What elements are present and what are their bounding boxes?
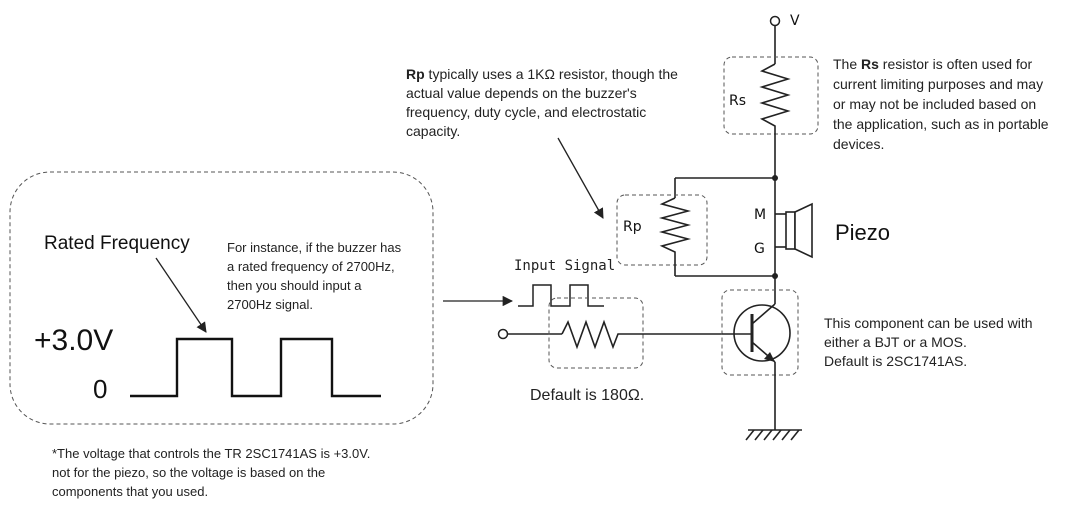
rs-resistor-box bbox=[723, 56, 819, 135]
rs-label: Rs bbox=[729, 93, 746, 109]
piezo-speaker-icon bbox=[785, 202, 813, 259]
rp-note-arrow bbox=[557, 137, 604, 219]
frequency-note: For instance, if the buzzer has a rated … bbox=[227, 240, 402, 312]
svg-text:current limiting purposes and: current limiting purposes and may bbox=[833, 76, 1043, 92]
svg-text:The Rs resistor is often used: The Rs resistor is often used for bbox=[833, 56, 1033, 72]
supply-label: V bbox=[790, 13, 800, 29]
input-signal-label: Input Signal bbox=[514, 258, 615, 274]
rs-resistor bbox=[759, 63, 791, 178]
rp-label: Rp bbox=[623, 219, 642, 235]
svg-text:components that you used.: components that you used. bbox=[52, 484, 208, 499]
svg-text:actual value depends on the bu: actual value depends on the buzzer's bbox=[406, 85, 637, 101]
svg-text:Rp typically uses a 1KΩ resist: Rp typically uses a 1KΩ resistor, though… bbox=[406, 66, 678, 82]
base-resistor-box bbox=[548, 297, 644, 369]
base-resistor bbox=[561, 319, 722, 350]
supply-terminal bbox=[769, 15, 781, 27]
voltage-high-label: +3.0V bbox=[34, 324, 113, 357]
base-resistor-note: Default is 180Ω. bbox=[530, 387, 644, 404]
npn-transistor-icon bbox=[722, 303, 791, 363]
piezo-label: Piezo bbox=[835, 220, 890, 245]
rp-resistor-box bbox=[616, 194, 708, 266]
rated-frequency-arrow bbox=[155, 257, 207, 333]
rated-frequency-label: Rated Frequency bbox=[44, 233, 190, 254]
square-wave bbox=[130, 337, 381, 398]
svg-text:or may not be included based o: or may not be included based on bbox=[833, 96, 1036, 112]
svg-text:For instance, if the buzzer ha: For instance, if the buzzer has bbox=[227, 240, 402, 255]
svg-text:frequency, duty cycle, and ele: frequency, duty cycle, and electrostatic bbox=[406, 104, 646, 120]
svg-text:either a BJT or a MOS.: either a BJT or a MOS. bbox=[824, 334, 967, 350]
transistor-box bbox=[721, 289, 799, 376]
rs-note: The Rs resistor is often used for curren… bbox=[833, 56, 1049, 152]
svg-text:Default is 2SC1741AS.: Default is 2SC1741AS. bbox=[824, 353, 967, 369]
svg-text:the application, such as in po: the application, such as in portable bbox=[833, 116, 1049, 132]
footnote: *The voltage that controls the TR 2SC174… bbox=[52, 446, 370, 499]
transistor-note: This component can be used with either a… bbox=[824, 315, 1033, 369]
m-label: M bbox=[754, 207, 766, 223]
input-signal-pulse-icon bbox=[518, 284, 604, 307]
voltage-low-label: 0 bbox=[93, 374, 107, 404]
svg-text:This component can be used wit: This component can be used with bbox=[824, 315, 1033, 331]
svg-text:a rated frequency of 2700Hz,: a rated frequency of 2700Hz, bbox=[227, 259, 395, 274]
rp-resistor bbox=[658, 197, 692, 276]
rp-note: Rp typically uses a 1KΩ resistor, though… bbox=[406, 66, 678, 139]
svg-text:2700Hz signal.: 2700Hz signal. bbox=[227, 297, 313, 312]
svg-text:then you should input a: then you should input a bbox=[227, 278, 362, 293]
ground-icon bbox=[745, 429, 802, 441]
rated-frequency-callout-box bbox=[9, 171, 434, 425]
svg-text:not for the piezo, so the volt: not for the piezo, so the voltage is bas… bbox=[52, 465, 325, 480]
g-label: G bbox=[754, 241, 765, 257]
svg-text:capacity.: capacity. bbox=[406, 123, 460, 139]
input-terminal bbox=[497, 328, 509, 340]
svg-text:devices.: devices. bbox=[833, 136, 884, 152]
svg-text:*The voltage that controls the: *The voltage that controls the TR 2SC174… bbox=[52, 446, 370, 461]
